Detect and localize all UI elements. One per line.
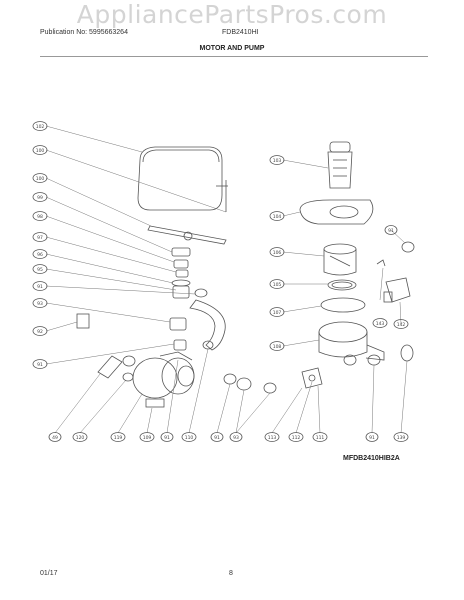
callout-number: 100 xyxy=(36,148,45,154)
watermark: AppliancePartsPros.com xyxy=(76,0,388,29)
callout-c91a: 91 xyxy=(32,281,48,291)
callout-c100: 100 xyxy=(32,145,48,155)
sump-assembly-part xyxy=(318,321,368,343)
callout-number: 113 xyxy=(268,435,277,441)
callout-number: 139 xyxy=(397,435,406,441)
callout-number: 119 xyxy=(114,435,123,441)
callout-number: 108 xyxy=(273,344,282,350)
header-rule xyxy=(40,56,428,57)
callout-c103: 103 xyxy=(269,155,285,165)
figure-code: MFDB2410HIB2A xyxy=(343,455,400,462)
callout-c95: 95 xyxy=(32,264,48,274)
callout-number: 142 xyxy=(397,322,406,328)
leader-lines xyxy=(45,125,408,434)
callout-number: 106 xyxy=(273,250,282,256)
section-title: MOTOR AND PUMP xyxy=(199,45,265,52)
callout-c113: 113 xyxy=(264,432,280,442)
spray-arm-part xyxy=(147,225,227,245)
callout-number: 109 xyxy=(143,435,152,441)
callout-number: 110 xyxy=(185,435,194,441)
inlet-tube-part xyxy=(97,355,123,379)
callout-c110: 110 xyxy=(181,432,197,442)
model-number: FDB2410HI xyxy=(222,29,259,36)
callout-c107: 107 xyxy=(269,307,285,317)
callout-number: 104 xyxy=(273,214,282,220)
callout-c92: 92 xyxy=(32,326,48,336)
callout-number: 107 xyxy=(273,310,282,316)
callout-number: 92 xyxy=(37,329,43,335)
callout-number: 91 xyxy=(388,228,394,234)
callout-number: 120 xyxy=(76,435,85,441)
callout-number: 49 xyxy=(52,435,58,441)
publication-number: Publication No: 5995663264 xyxy=(40,29,128,36)
callout-c106: 106 xyxy=(269,247,285,257)
callout-c91d: 91 xyxy=(160,432,174,442)
sensor-bracket-part xyxy=(385,277,411,303)
callout-c112: 112 xyxy=(288,432,304,442)
callout-c104: 104 xyxy=(269,211,285,221)
callout-c111: 111 xyxy=(312,432,328,442)
callout-c91f: 91 xyxy=(365,432,379,442)
filter-plate-part xyxy=(299,199,374,225)
callout-number: 111 xyxy=(316,435,325,441)
callout-number: 91 xyxy=(369,435,375,441)
callout-number: 97 xyxy=(37,235,43,241)
coarse-filter-part xyxy=(323,243,357,255)
callout-number: 100 xyxy=(36,176,45,182)
callout-c105: 105 xyxy=(269,279,285,289)
callout-c102: 102 xyxy=(32,121,48,131)
callout-number: 105 xyxy=(273,282,282,288)
small-fittings-part xyxy=(301,367,323,389)
callout-c143: 143 xyxy=(372,318,388,328)
callout-number: 91 xyxy=(37,284,43,290)
callout-c119: 119 xyxy=(110,432,126,442)
callout-c97: 97 xyxy=(32,232,48,242)
callout-number: 91 xyxy=(37,362,43,368)
callout-c108: 108 xyxy=(269,341,285,351)
callout-number: 102 xyxy=(36,124,45,130)
small-gasket-part xyxy=(76,313,90,329)
callout-c100b: 100 xyxy=(32,173,48,183)
callout-c91c: 91 xyxy=(384,225,398,235)
gasket-loop-part xyxy=(137,146,223,211)
callout-c109: 109 xyxy=(139,432,155,442)
callout-c91e: 91 xyxy=(210,432,224,442)
callout-number: 96 xyxy=(37,252,43,258)
callout-number: 98 xyxy=(37,214,43,220)
pump-motor-part xyxy=(132,357,178,399)
callout-c139: 139 xyxy=(393,432,409,442)
callout-number: 112 xyxy=(292,435,301,441)
callout-c142: 142 xyxy=(393,319,409,329)
plug-part xyxy=(400,344,414,362)
footer-date: 01/17 xyxy=(40,570,58,577)
circulation-hose-part xyxy=(189,299,226,351)
callout-number: 95 xyxy=(37,267,43,273)
callout-number: 99 xyxy=(37,195,43,201)
callout-c49: 49 xyxy=(48,432,62,442)
callout-c98: 98 xyxy=(32,211,48,221)
callout-number: 91 xyxy=(164,435,170,441)
callout-c99: 99 xyxy=(32,192,48,202)
page-number: 8 xyxy=(229,570,233,577)
callout-number: 91 xyxy=(214,435,220,441)
callout-number: 143 xyxy=(376,321,385,327)
callout-c120: 120 xyxy=(72,432,88,442)
callout-c91b: 91 xyxy=(32,359,48,369)
callout-number: 93 xyxy=(37,301,43,307)
spray-arm-hub-part xyxy=(171,247,191,257)
sump-seal-part xyxy=(320,297,366,313)
filter-cartridge-part xyxy=(329,141,351,153)
callout-c96: 96 xyxy=(32,249,48,259)
callout-number: 103 xyxy=(273,158,282,164)
callout-c93b: 93 xyxy=(229,432,243,442)
callout-c93: 93 xyxy=(32,298,48,308)
callout-number: 93 xyxy=(233,435,239,441)
